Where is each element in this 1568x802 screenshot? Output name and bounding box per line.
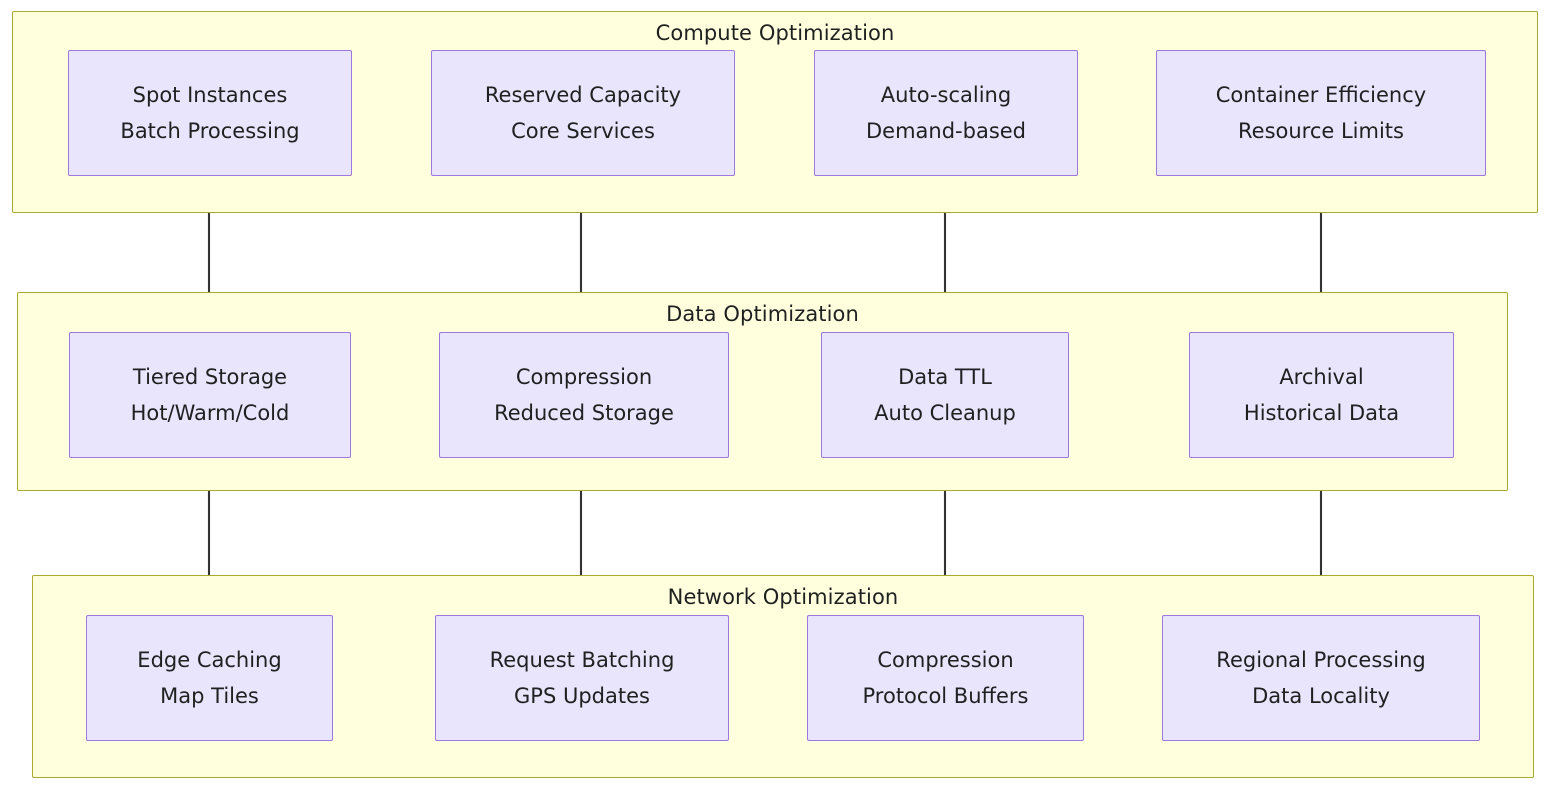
node-data-ttl[interactable]: Data TTL Auto Cleanup <box>821 332 1069 458</box>
node-regional-processing-line1: Regional Processing <box>1216 647 1426 672</box>
node-request-batching[interactable]: Request Batching GPS Updates <box>435 615 729 741</box>
subgraph-title-network-optimization: Network Optimization <box>667 585 899 609</box>
node-tiered-storage[interactable]: Tiered Storage Hot/Warm/Cold <box>69 332 351 458</box>
node-spot-instances[interactable]: Spot Instances Batch Processing <box>68 50 352 176</box>
node-data-ttl-line2: Auto Cleanup <box>874 401 1016 425</box>
node-reserved-capacity-line2: Core Services <box>511 119 655 143</box>
node-compression-data-line2: Reduced Storage <box>494 401 674 425</box>
node-auto-scaling[interactable]: Auto-scaling Demand-based <box>814 50 1078 176</box>
node-auto-scaling-line2: Demand-based <box>865 119 1027 143</box>
subgraph-title-data-optimization: Data Optimization <box>666 302 859 326</box>
node-compression-network-line1: Compression <box>877 647 1014 672</box>
node-container-efficiency-line1: Container Efficiency <box>1215 82 1427 107</box>
node-regional-processing[interactable]: Regional Processing Data Locality <box>1162 615 1480 741</box>
node-edge-caching-line2: Map Tiles <box>160 684 259 708</box>
node-archival-line2: Historical Data <box>1243 401 1400 425</box>
node-container-efficiency-line2: Resource Limits <box>1238 119 1404 143</box>
node-compression-data-line1: Compression <box>515 364 653 389</box>
node-reserved-capacity-line1: Reserved Capacity <box>484 82 682 107</box>
node-compression-network[interactable]: Compression Protocol Buffers <box>807 615 1084 741</box>
node-data-ttl-line1: Data TTL <box>898 364 992 389</box>
node-auto-scaling-line1: Auto-scaling <box>880 82 1012 107</box>
node-tiered-storage-line2: Hot/Warm/Cold <box>130 401 290 425</box>
node-tiered-storage-line1: Tiered Storage <box>132 364 288 389</box>
node-compression-network-line2: Protocol Buffers <box>862 684 1029 708</box>
node-compression-data[interactable]: Compression Reduced Storage <box>439 332 729 458</box>
node-edge-caching[interactable]: Edge Caching Map Tiles <box>86 615 333 741</box>
node-container-efficiency[interactable]: Container Efficiency Resource Limits <box>1156 50 1486 176</box>
node-spot-instances-line2: Batch Processing <box>120 119 300 143</box>
node-regional-processing-line2: Data Locality <box>1252 684 1390 708</box>
node-request-batching-line1: Request Batching <box>489 647 675 672</box>
node-spot-instances-line1: Spot Instances <box>132 82 288 107</box>
subgraph-title-compute-optimization: Compute Optimization <box>655 21 895 45</box>
node-reserved-capacity[interactable]: Reserved Capacity Core Services <box>431 50 735 176</box>
node-archival[interactable]: Archival Historical Data <box>1189 332 1454 458</box>
node-edge-caching-line1: Edge Caching <box>137 647 282 672</box>
node-archival-line1: Archival <box>1279 364 1364 389</box>
node-request-batching-line2: GPS Updates <box>514 684 650 708</box>
